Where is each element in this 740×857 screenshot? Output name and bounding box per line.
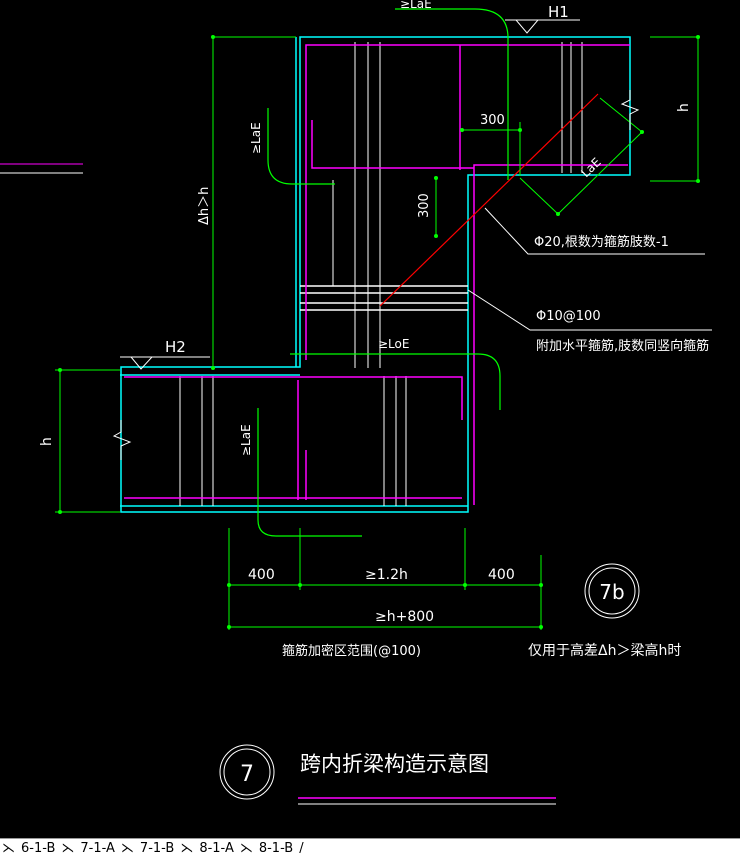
label-laE-mid: ≥LoE (378, 337, 409, 351)
note-range: 箍筋加密区范围(@100) (282, 643, 421, 659)
note-phi20: Φ20,根数为箍筋肢数-1 (534, 234, 669, 250)
label-400-left: 400 (248, 567, 275, 583)
label-300-vertical: 300 (417, 193, 432, 218)
main-rebar (124, 44, 630, 505)
dimension-lines (55, 35, 700, 630)
tab-7-1-a[interactable]: 7-1-A (80, 840, 115, 856)
elevation-markers (120, 19, 580, 370)
break-marks (112, 90, 640, 460)
layout-tab-bar: ⋋ 6-1-B ⋋ 7-1-A ⋋ 7-1-B ⋋ 8-1-A ⋋ 8-1-B … (0, 838, 740, 857)
diagonal-bar (379, 93, 599, 307)
tag-7b: 7b (584, 563, 640, 619)
note-condition: 仅用于高差Δh＞梁高h时 (528, 642, 681, 659)
detail-number: 7 (240, 762, 254, 787)
label-laE-left2: ≥LaE (239, 424, 253, 456)
leader-lines (467, 207, 712, 331)
note-phi10-b: 附加水平箍筋,肢数同竖向箍筋 (536, 338, 709, 354)
label-1-2h: ≥1.2h (365, 567, 408, 583)
tab-8-1-b[interactable]: 8-1-B (258, 840, 294, 856)
anchor-hooks (257, 8, 509, 537)
label-400-right: 400 (488, 567, 515, 583)
label-dh: Δh＞h (197, 187, 212, 225)
label-laE-left1: ≥LaE (249, 122, 263, 154)
label-H1: H1 (548, 3, 569, 21)
label-h-right: h (676, 103, 692, 112)
tab-6-1-b[interactable]: 6-1-B (21, 840, 56, 856)
label-h-800: ≥h+800 (375, 609, 434, 625)
edge-lines (0, 163, 83, 174)
detail-drawing: H1 H2 h h Δh＞h ≥LaE ≥LaE 300 LaE ≥LaE ≥L… (0, 0, 712, 805)
label-300-horizontal: 300 (480, 113, 505, 128)
drawing-title: 跨内折梁构造示意图 (300, 752, 489, 776)
svg-text:7b: 7b (599, 580, 624, 604)
tab-8-1-a[interactable]: 8-1-A (199, 840, 234, 856)
note-phi10: Φ10@100 (536, 309, 601, 324)
label-laE-top: ≥LaE (400, 0, 432, 11)
detail-title-block: 7 跨内折梁构造示意图 (219, 744, 556, 805)
label-h-left: h (39, 437, 55, 446)
label-H2: H2 (165, 338, 186, 356)
tab-7-1-b[interactable]: 7-1-B (139, 840, 175, 856)
concrete-outline (120, 36, 631, 513)
